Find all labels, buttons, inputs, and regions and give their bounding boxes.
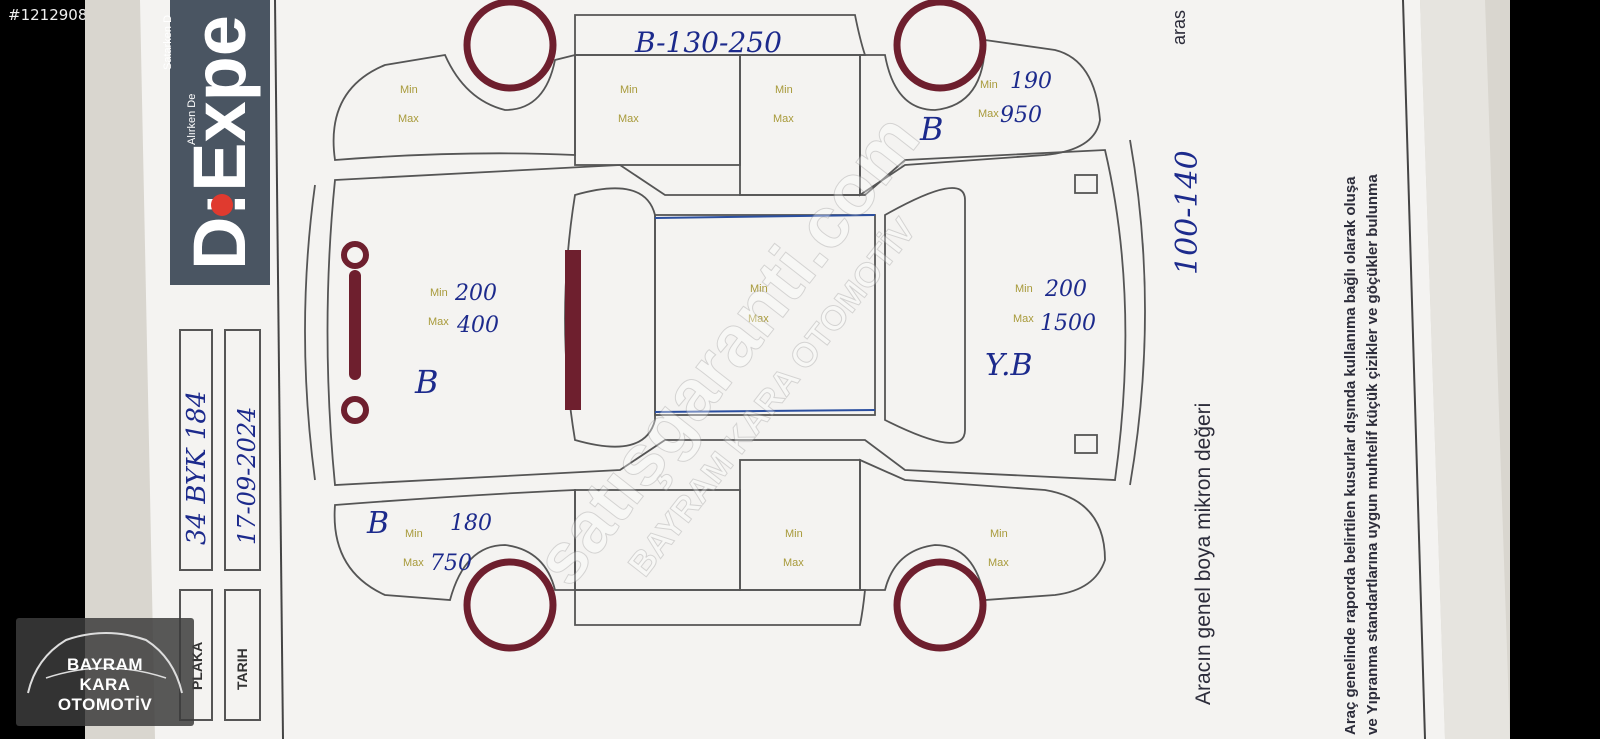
plaka-box <box>179 329 213 571</box>
brand-block <box>170 0 270 285</box>
svg-text:Max: Max <box>398 113 419 125</box>
disclaimer-line-2: ve Yıpranma standartlarına uygun muhteli… <box>1364 174 1381 735</box>
paper-shadow <box>1420 0 1510 739</box>
right-rule <box>1402 0 1426 739</box>
tail-light-right <box>341 396 369 424</box>
svg-text:Min: Min <box>990 528 1008 540</box>
headlight-right <box>1074 434 1098 454</box>
svg-text:Max: Max <box>988 557 1009 569</box>
front-left-fender-min: 190 <box>1010 69 1052 94</box>
dealer-logo-line-1: BAYRAM <box>66 655 144 674</box>
svg-text:Min: Min <box>430 287 448 299</box>
brand-logo-text: D:Expe <box>178 15 261 270</box>
svg-text:Min: Min <box>775 84 793 96</box>
svg-text:Min: Min <box>1015 283 1033 295</box>
panel-roof-rail-left <box>574 14 867 56</box>
panel-front-left-fender <box>859 38 1101 197</box>
svg-text:Min: Min <box>750 283 768 295</box>
dealer-logo-line-2: KARA <box>79 675 131 694</box>
headlight-left <box>1074 174 1098 194</box>
svg-text:Max: Max <box>748 313 769 325</box>
tarih-value: 17-09-2024 <box>233 407 261 545</box>
front-bumper <box>1129 139 1146 486</box>
svg-text:Alırken De: Alırken De <box>186 94 198 145</box>
brand-logo-dot <box>211 194 233 216</box>
panel-roof-rail-right <box>574 589 866 626</box>
paint-micron-value: 100-140 <box>1170 150 1205 275</box>
svg-text:Max: Max <box>428 316 449 328</box>
plaka-value: 34 BYK 184 <box>182 391 212 545</box>
panel-rear-left-fender <box>332 53 576 161</box>
tarih-box <box>224 329 261 571</box>
dealer-logo-line-3: OTOMOTİV <box>57 695 153 714</box>
svg-text:Min: Min <box>980 79 998 91</box>
wheel-front-right <box>893 558 987 652</box>
svg-text:Max: Max <box>1013 313 1034 325</box>
rear-right-fender-max: 750 <box>430 551 472 576</box>
svg-text:Max: Max <box>783 557 804 569</box>
trunk-mark: B <box>414 363 439 401</box>
wheel-rear-right <box>463 558 557 652</box>
rear-right-fender-min: 180 <box>450 511 492 536</box>
svg-text:Min: Min <box>785 528 803 540</box>
roof-line-bottom <box>654 409 876 413</box>
front-left-fender-mark: B <box>919 110 944 148</box>
inspection-report-photo: D:Expe Alırken De Satarken D PLAKA TARIH… <box>85 0 1510 739</box>
rear-glass-band <box>565 250 581 410</box>
tail-light-left <box>341 241 369 269</box>
car-silhouette-icon <box>27 632 183 694</box>
paint-micron-suffix: aras <box>1169 10 1189 45</box>
paper-sheet <box>140 0 1445 739</box>
svg-text:Max: Max <box>978 108 999 120</box>
trunk-handle <box>349 270 361 380</box>
roof-note: B-130-250 <box>634 26 782 59</box>
hood-min: 200 <box>1044 277 1087 302</box>
trunk-min: 200 <box>454 281 497 306</box>
svg-text:Min: Min <box>405 528 423 540</box>
page-rule <box>274 0 284 739</box>
car-body-outline <box>326 149 1127 486</box>
roof-line-top <box>654 214 876 219</box>
svg-text:Max: Max <box>618 113 639 125</box>
paint-micron-label: Aracın genel boya mikron değeri <box>1192 403 1215 705</box>
disclaimer-line-1: Araç genelinde raporda belirtilen kusurl… <box>1342 176 1359 735</box>
svg-text:Max: Max <box>773 113 794 125</box>
car-diagram <box>304 14 1146 626</box>
tarih-label-box <box>224 589 261 721</box>
rear-right-fender-mark: B <box>366 506 389 541</box>
panel-front-right-fender <box>859 458 1106 601</box>
front-windshield <box>884 187 966 444</box>
panel-roof <box>654 214 876 416</box>
handwritten-notes: B-130-250 190 950 B 200 400 B 200 1500 Y… <box>366 26 1096 576</box>
brand-tagline: Alırken De Satarken D <box>162 15 198 145</box>
inspection-sheet: D:Expe Alırken De Satarken D PLAKA TARIH… <box>140 0 1510 739</box>
tarih-label: TARIH <box>234 648 250 690</box>
trunk-max: 400 <box>456 313 499 338</box>
svg-text:Max: Max <box>403 557 424 569</box>
wheel-rear-left <box>463 0 557 92</box>
wheels <box>463 0 987 652</box>
brand-logo: D:Expe <box>178 15 261 270</box>
rear-bumper <box>304 184 316 481</box>
dealer-watermark-logo <box>16 618 194 726</box>
wheel-front-left <box>893 0 987 92</box>
svg-text:Min: Min <box>400 84 418 96</box>
hood-mark: Y.B <box>985 348 1033 383</box>
front-left-fender-max: 950 <box>1000 103 1042 128</box>
panel-rear-right-fender <box>333 489 576 601</box>
svg-text:Min: Min <box>620 84 638 96</box>
hood-max: 1500 <box>1040 311 1096 336</box>
svg-text:Satarken D: Satarken D <box>162 15 174 70</box>
